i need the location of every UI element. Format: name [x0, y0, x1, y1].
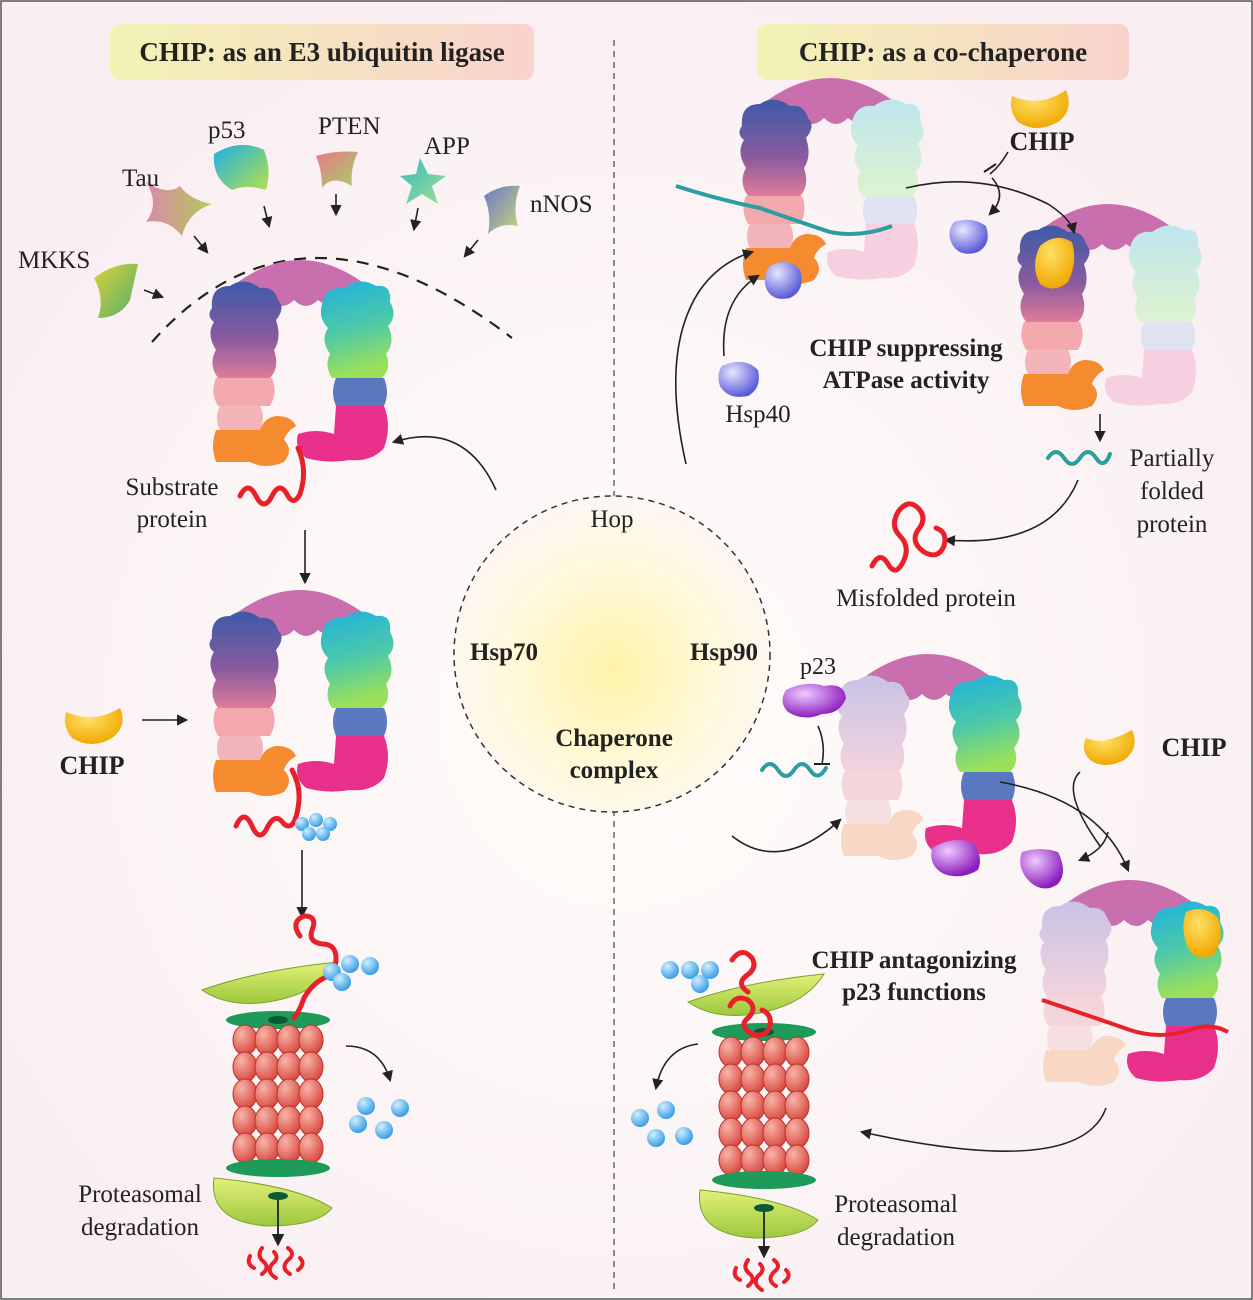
p23-inhibition-line: [817, 725, 825, 765]
complex-left-1: [209, 260, 394, 466]
p23-bound: [931, 840, 980, 877]
app-shape: [400, 158, 446, 204]
substrate-coil-2: [233, 767, 302, 838]
arrow-p23-release: [1077, 831, 1109, 862]
complex-right-bottom: [1039, 880, 1224, 1086]
p53-shape: [213, 144, 269, 190]
proteasomes: [200, 961, 825, 1292]
hsp40-released: [949, 219, 988, 254]
ubiquitin-release-arrow-left: [345, 1045, 393, 1083]
center-circle: [453, 495, 771, 813]
arrow-center-to-right-top: [675, 249, 755, 465]
mkks-shape: [94, 263, 138, 318]
chip-label-left: CHIP: [60, 751, 125, 780]
arrow-center-to-left: [391, 433, 497, 491]
nnos-shape: [484, 185, 520, 234]
substrate-label-p53: p53: [208, 117, 246, 144]
arrow-bind-p23-complex: [731, 818, 842, 853]
arrow-to-misfolded: [943, 479, 1079, 547]
chip-join-line: [1072, 771, 1101, 847]
chip-bound-bottom: [1183, 909, 1221, 958]
chip-inhibition-line-top: [989, 151, 1009, 175]
hsp40-bound: [764, 261, 802, 299]
proteasome-left: [200, 961, 339, 1280]
substrate-label-mkks: MKKS: [18, 247, 90, 274]
right-title-box: CHIP: as a co-chaperone: [757, 24, 1129, 80]
arrow-p23-complex-to-chip: [999, 781, 1130, 873]
chain-through-complex: [675, 184, 893, 236]
chip-label-right-top: CHIP: [1010, 127, 1075, 156]
hsp90-label: Hsp90: [690, 639, 758, 666]
substrate-entering-left: [291, 913, 339, 1021]
chip-shape-right-bottom: [1083, 730, 1135, 765]
complex-right-top: [739, 78, 924, 284]
p23-label: p23: [800, 654, 836, 680]
complex-left-2: [209, 590, 394, 796]
complex-right-chip: [1017, 204, 1202, 410]
ubiquitin-chain-1: [295, 813, 337, 841]
chip-bound-top: [1035, 237, 1075, 289]
chain-through-complex-bottom: [1041, 998, 1229, 1037]
p23-shape: [782, 683, 846, 718]
arrow-hsp40-bind: [722, 274, 760, 357]
substrate-tail-right: [729, 950, 757, 995]
recognition-arc: [151, 256, 513, 343]
released-ubiquitin-right: [631, 1101, 693, 1147]
chip-shape-left: [64, 708, 123, 744]
hsp40-label: Hsp40: [725, 401, 790, 428]
ubiquitin-release-arrow-right: [652, 1043, 699, 1091]
hop-label: Hop: [590, 506, 633, 533]
partially-folded-coil-2: [760, 762, 828, 778]
substrate-coil-1: [237, 445, 306, 507]
partially-folded-coil: [1046, 450, 1112, 466]
arrow-top-complex-to-chip-bound: [905, 181, 1077, 235]
chip-inhibition-bar-top: [983, 163, 997, 173]
substrate-label-nnos: nNOS: [530, 191, 593, 218]
p23-released: [1020, 849, 1063, 889]
chip-shape-right-top: [1010, 90, 1069, 128]
right-panel-title: CHIP: as a co-chaperone: [799, 37, 1087, 67]
substrate-entering-right: [727, 995, 773, 1038]
pten-shape: [316, 151, 358, 188]
substrate-arrows: [143, 194, 479, 299]
chip-label-right-bottom: CHIP: [1162, 733, 1227, 762]
released-ubiquitin-left: [349, 1097, 409, 1139]
misfolded-coil: [869, 501, 948, 573]
hsp40-shape: [718, 361, 759, 397]
substrate-label-pten: PTEN: [318, 113, 381, 140]
misfolded-label: Misfolded protein: [836, 585, 1016, 612]
ubiquitin-chain-2: [323, 955, 379, 991]
substrate-label-app: APP: [424, 133, 470, 160]
substrate-label-tau: Tau: [122, 165, 160, 192]
left-title-box: CHIP: as an E3 ubiquitin ligase: [110, 24, 534, 80]
arrow-to-proteasome-right: [859, 1107, 1107, 1152]
hsp70-label: Hsp70: [470, 639, 538, 666]
left-panel-title: CHIP: as an E3 ubiquitin ligase: [139, 37, 504, 67]
arrow-hsp40-release: [988, 177, 1001, 216]
ubiquitin-chain-3: [661, 961, 719, 993]
tau-shape: [146, 182, 212, 236]
